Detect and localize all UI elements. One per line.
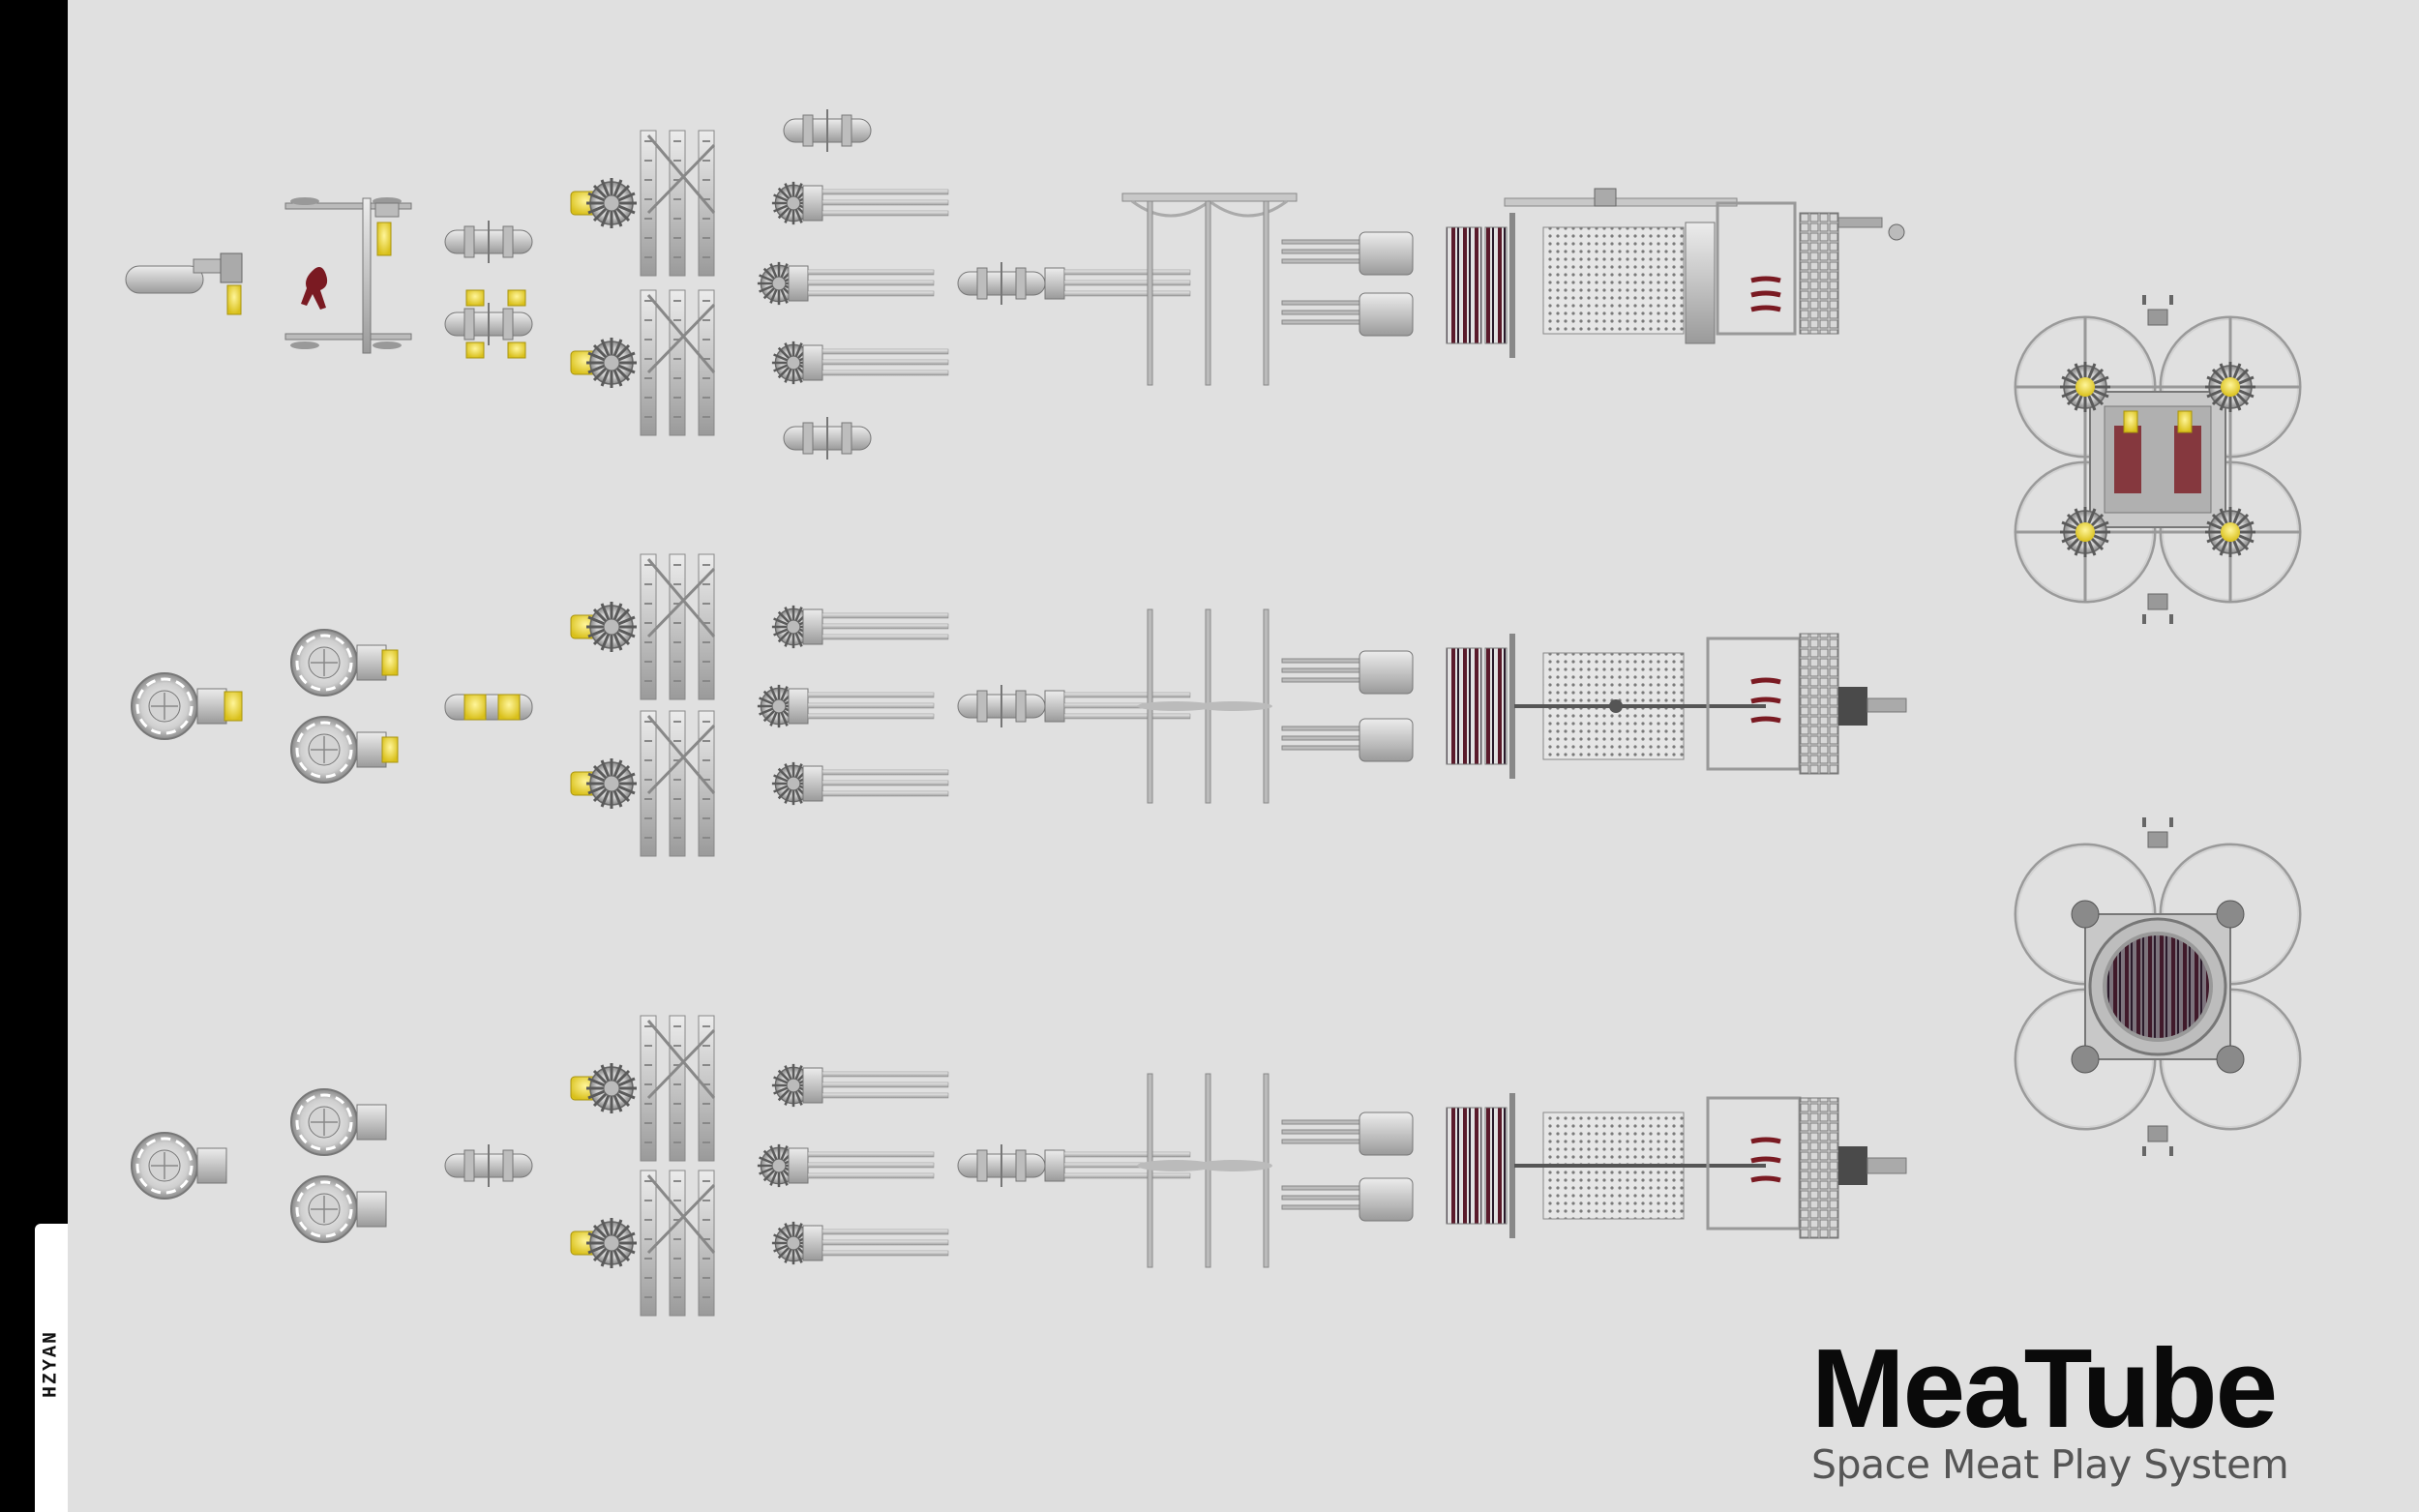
t-frame — [1121, 193, 1298, 386]
claw-bottom-front — [2142, 1125, 2173, 1156]
long-probe — [957, 261, 1191, 306]
brand-subtitle: Space Meat Play System — [1811, 1441, 2289, 1488]
meat-panel-stack-middle — [1446, 634, 1766, 779]
claw-bottom — [2142, 593, 2173, 624]
meat-panel-stack-bottom — [1446, 1093, 1766, 1238]
column-pair-middle — [1137, 608, 1272, 804]
assembly-row-middle — [130, 554, 1907, 856]
brand-title: MeaTube — [1811, 1325, 2278, 1451]
frame-with-figure — [284, 197, 412, 354]
side-tab[interactable]: HZYAN — [35, 1224, 68, 1512]
meat-panel-stack — [1446, 213, 1515, 358]
module-front-view — [2014, 817, 2302, 1156]
column-pair-bottom — [1137, 1073, 1272, 1268]
assembly-row-bottom — [130, 1016, 1907, 1316]
claw-top-front — [2142, 817, 2173, 848]
claw-top — [2142, 295, 2173, 326]
brand-block: MeaTube Space Meat Play System — [1811, 1330, 2353, 1495]
sidebar: HZYAN — [0, 0, 68, 1512]
base-arm-part — [125, 252, 243, 315]
side-tab-label: HZYAN — [40, 1330, 63, 1399]
assembly-row-top — [125, 108, 1905, 460]
module-top-view — [2014, 295, 2302, 624]
pod-frame — [1716, 201, 1905, 336]
long-probe-bottom — [957, 1143, 1191, 1188]
yellow-canister — [444, 694, 533, 721]
pod-frame-middle — [1706, 633, 1907, 775]
pod-frame-bottom — [1706, 1096, 1907, 1239]
long-probe-middle — [957, 684, 1191, 728]
dotted-board — [1504, 188, 1738, 344]
exploded-diagram — [125, 108, 2302, 1512]
yellow-block-assembly — [444, 289, 533, 359]
